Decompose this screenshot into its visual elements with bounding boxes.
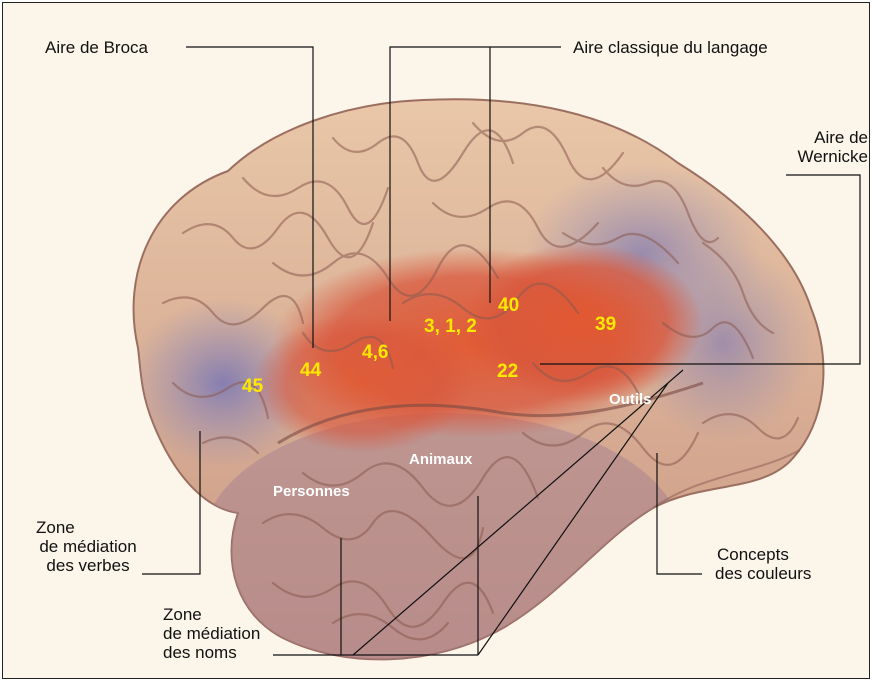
category-outils: Outils: [609, 391, 652, 408]
area-39: 39: [595, 314, 616, 336]
area-45: 45: [242, 376, 263, 398]
noms-label-line3: des noms: [163, 643, 260, 662]
noms-label: Zone de médiation des noms: [163, 605, 260, 662]
area-44: 44: [300, 360, 321, 382]
verbes-label-line3: des verbes: [33, 556, 143, 575]
verbes-label: Zone de médiation des verbes: [33, 518, 143, 575]
broca-label: Aire de Broca: [45, 38, 148, 57]
area-4-6: 4,6: [362, 342, 388, 364]
verbes-label-line2: de médiation: [33, 537, 143, 556]
couleurs-label: Concepts des couleurs: [715, 545, 811, 583]
classique-label: Aire classique du langage: [573, 38, 768, 57]
couleurs-label-line2: des couleurs: [715, 564, 811, 583]
couleurs-label-line1: Concepts: [715, 545, 811, 564]
wernicke-label-line1: Aire de: [773, 128, 868, 147]
noms-label-line1: Zone: [163, 605, 260, 624]
wernicke-label: Aire de Wernicke: [773, 128, 868, 166]
area-3-1-2: 3, 1, 2: [424, 316, 477, 338]
category-animaux: Animaux: [409, 451, 472, 468]
area-40: 40: [498, 295, 519, 317]
verbes-label-line1: Zone: [33, 518, 143, 537]
category-personnes: Personnes: [273, 483, 350, 500]
noms-label-line2: de médiation: [163, 624, 260, 643]
wernicke-label-line2: Wernicke: [773, 147, 868, 166]
area-22: 22: [497, 361, 518, 383]
